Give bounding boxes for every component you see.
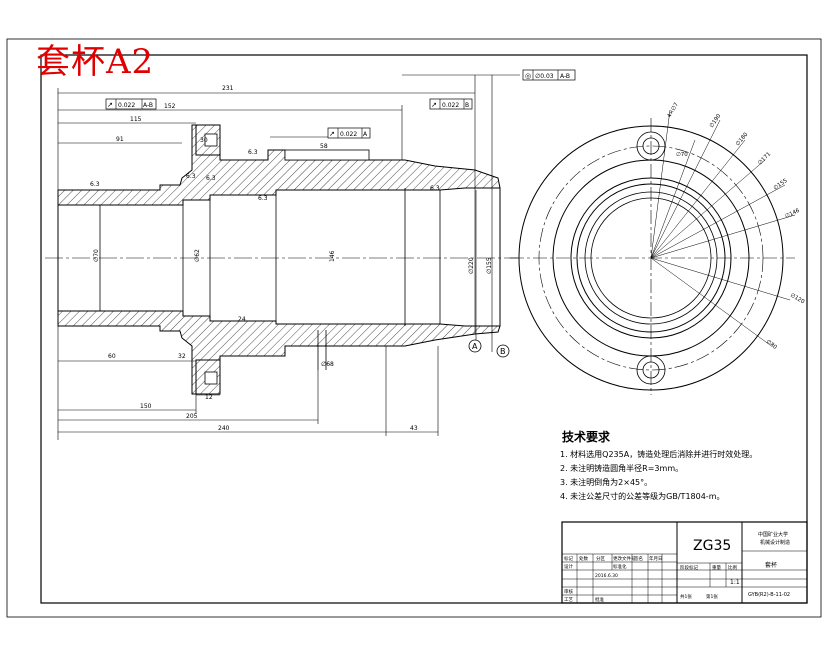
- svg-text:B: B: [500, 347, 506, 356]
- tech-item-3: 3. 未注明倒角为2×45°。: [560, 477, 652, 487]
- svg-text:签名: 签名: [634, 555, 643, 562]
- material-code: ZG35: [693, 538, 731, 554]
- svg-text:∅155: ∅155: [486, 257, 493, 274]
- svg-text:∅220: ∅220: [468, 257, 475, 274]
- svg-text:12: 12: [205, 394, 213, 401]
- svg-text:∅120: ∅120: [789, 293, 806, 306]
- section-view: [45, 124, 518, 395]
- svg-text:套杯: 套杯: [765, 561, 777, 569]
- svg-text:A-B: A-B: [560, 73, 570, 80]
- svg-text:B: B: [465, 102, 469, 109]
- datum-a: [468, 339, 482, 353]
- svg-text:A: A: [363, 131, 368, 138]
- svg-text:∅70: ∅70: [93, 249, 100, 262]
- svg-text:6.3: 6.3: [258, 195, 268, 202]
- svg-text:6.3: 6.3: [206, 175, 216, 182]
- svg-text:标记: 标记: [564, 555, 573, 562]
- dim-152: 152: [164, 103, 176, 110]
- tol-frame-left: ↗ 0.022 A-B: [105, 98, 157, 110]
- title-block: [561, 521, 808, 604]
- svg-text:A-B: A-B: [143, 102, 153, 109]
- svg-text:年月日: 年月日: [649, 555, 663, 562]
- tol-frame-mid: ↗ 0.022 A: [327, 127, 371, 139]
- svg-text:1:1: 1:1: [730, 579, 740, 586]
- svg-text:处数: 处数: [579, 555, 588, 562]
- tol-frame-right: ↗ 0.022 B: [429, 98, 473, 110]
- svg-text:∅180: ∅180: [735, 131, 750, 147]
- svg-text:A: A: [472, 342, 478, 351]
- svg-text:43: 43: [410, 425, 418, 432]
- svg-text:2016.6.30: 2016.6.30: [595, 573, 618, 579]
- dim-30: 30: [200, 137, 208, 144]
- tech-heading: 技术要求: [562, 429, 611, 444]
- tech-item-2: 2. 未注明铸造圆角半径R=3mm。: [560, 463, 683, 473]
- svg-text:0.022: 0.022: [340, 131, 357, 138]
- svg-text:共1张: 共1张: [680, 593, 692, 600]
- svg-text:阶段标记: 阶段标记: [680, 564, 698, 571]
- svg-text:↗: ↗: [107, 101, 113, 109]
- svg-text:↗: ↗: [431, 101, 437, 109]
- svg-text:工艺: 工艺: [564, 597, 573, 603]
- svg-text:第1张: 第1张: [706, 593, 718, 600]
- svg-text:∅68: ∅68: [321, 361, 334, 368]
- svg-text:205: 205: [186, 413, 198, 420]
- svg-text:240: 240: [218, 425, 230, 432]
- tech-item-4: 4. 未注公差尺寸的公差等级为GB/T1804-m。: [560, 491, 724, 501]
- svg-text:GYB(R2)-B-11-02: GYB(R2)-B-11-02: [748, 592, 790, 598]
- svg-text:32: 32: [178, 353, 186, 360]
- tech-item-1: 1. 材料选用Q235A，铸造处理后消除并进行时效处理。: [560, 449, 757, 459]
- svg-text:∅62: ∅62: [194, 249, 201, 262]
- svg-text:标准化: 标准化: [613, 563, 627, 570]
- end-view: [510, 109, 796, 395]
- svg-text:∅190: ∅190: [709, 113, 723, 129]
- svg-text:∅0.03: ∅0.03: [535, 73, 554, 80]
- lower-wall-section: [57, 310, 501, 395]
- sheet-title: 套杯A2: [36, 42, 154, 82]
- dim-115: 115: [130, 116, 142, 123]
- svg-text:批准: 批准: [595, 596, 604, 603]
- svg-text:150: 150: [140, 403, 152, 410]
- svg-text:∅146: ∅146: [784, 208, 801, 220]
- svg-text:6.3: 6.3: [90, 181, 100, 188]
- svg-text:分区: 分区: [596, 555, 605, 562]
- svg-text:更改文件号: 更改文件号: [613, 555, 636, 562]
- svg-text:146: 146: [329, 250, 336, 262]
- svg-text:6.3: 6.3: [430, 185, 440, 192]
- svg-text:审核: 审核: [564, 588, 573, 595]
- top-dimensions: [57, 74, 520, 200]
- dim-58: 58: [320, 143, 328, 150]
- svg-text:0.022: 0.022: [442, 102, 459, 109]
- datum-b: [496, 344, 510, 358]
- svg-text:0.022: 0.022: [118, 102, 135, 109]
- roughness-2: 6.3: [186, 173, 196, 180]
- svg-text:中国矿业大学: 中国矿业大学: [758, 531, 788, 538]
- svg-text:60: 60: [108, 353, 116, 360]
- dim-231: 231: [222, 85, 234, 92]
- svg-text:24: 24: [238, 316, 246, 323]
- svg-text:∅155: ∅155: [773, 178, 789, 192]
- svg-text:∅171: ∅171: [757, 151, 772, 166]
- roughness-1: 6.3: [248, 149, 258, 156]
- outer-border: [6, 38, 822, 618]
- bottom-dimensions: [57, 311, 439, 440]
- svg-text:机械设计制造: 机械设计制造: [760, 539, 790, 546]
- tol-frame-top: ◎ ∅0.03 A-B: [522, 69, 576, 81]
- svg-text:∅70: ∅70: [676, 152, 688, 158]
- dim-91: 91: [116, 136, 124, 143]
- inner-border: [40, 54, 808, 604]
- svg-text:↗: ↗: [329, 130, 335, 138]
- svg-text:4×∅7: 4×∅7: [667, 101, 681, 119]
- svg-text:◎: ◎: [525, 72, 531, 80]
- svg-text:比例: 比例: [728, 564, 737, 571]
- svg-text:设计: 设计: [564, 563, 573, 570]
- svg-text:∅80: ∅80: [765, 339, 778, 351]
- svg-text:重量: 重量: [712, 564, 721, 571]
